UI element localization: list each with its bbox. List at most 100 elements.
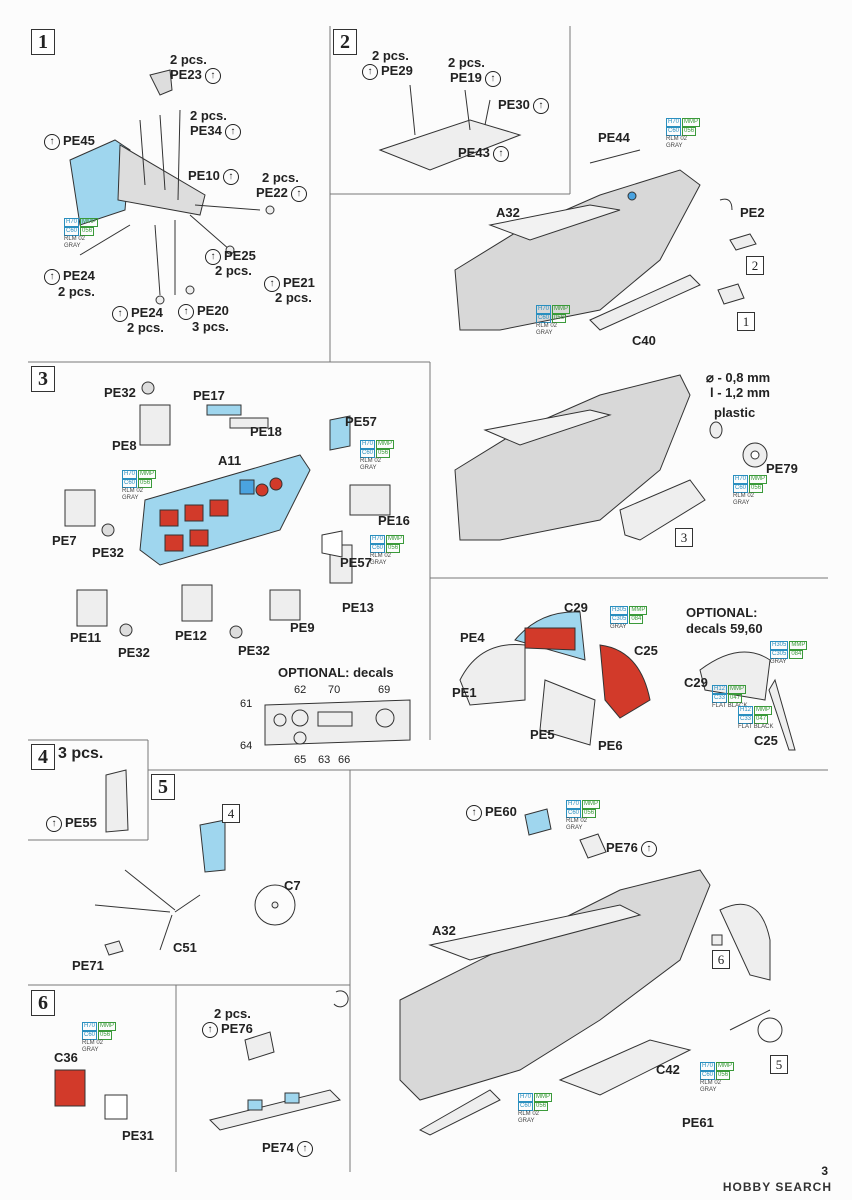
- arrow-icon: ↑: [492, 145, 509, 162]
- pe61-label: PE61: [682, 1115, 714, 1130]
- arrow-icon: ↑: [178, 303, 194, 320]
- s5-assembly: [94, 819, 296, 956]
- pe23-label: PE23↑: [170, 67, 221, 84]
- arrow-icon: ↑: [290, 185, 307, 202]
- pe32c-label: PE32: [118, 645, 150, 660]
- a32-bottom-label: A32: [432, 923, 456, 938]
- pe74-label: PE74↑: [262, 1140, 313, 1157]
- pe32a-label: PE32: [104, 385, 136, 400]
- page-number: 3: [821, 1164, 828, 1178]
- pe17-label: PE17: [193, 388, 225, 403]
- pe30-label: PE30↑: [498, 97, 549, 114]
- decal-panel: [264, 699, 411, 746]
- s2-part: [378, 84, 522, 171]
- optional-decals-title: OPTIONAL: decals: [278, 665, 394, 680]
- s7-qty: 2 pcs.: [214, 1006, 251, 1021]
- pe57a-label: PE57: [345, 414, 377, 429]
- pe79-label: PE79: [766, 461, 798, 476]
- c42-label: C42: [656, 1062, 680, 1077]
- optional-decals-59-60: decals 59,60: [686, 621, 763, 636]
- rod-material: plastic: [714, 405, 756, 420]
- arrow-icon: ↑: [264, 275, 280, 292]
- a11-label: A11: [218, 453, 242, 468]
- pe9-label: PE9: [290, 620, 315, 635]
- s3-assembly: [64, 381, 391, 639]
- pe4-label: PE4: [460, 630, 485, 645]
- s4-qty: 3 pcs.: [58, 745, 104, 762]
- s1-panel: [69, 69, 275, 305]
- pe32b-label: PE32: [92, 545, 124, 560]
- panels-right: [459, 611, 796, 751]
- pe24b-qty: 2 pcs.: [127, 320, 164, 335]
- pe13-label: PE13: [342, 600, 374, 615]
- ref-step-4: 4: [222, 804, 240, 823]
- pe24a-qty: 2 pcs.: [58, 284, 95, 299]
- ref-step-2: 2: [746, 256, 764, 275]
- pe24a-label: ↑PE24: [44, 268, 95, 285]
- arrow-icon: ↑: [204, 67, 221, 84]
- arrow-icon: ↑: [44, 133, 60, 150]
- pe43-label: PE43↑: [458, 145, 509, 162]
- arrow-icon: ↑: [532, 97, 549, 114]
- fuselage-bottom: [399, 808, 783, 1136]
- pe6-label: PE6: [598, 738, 623, 753]
- s7-part: [209, 990, 349, 1131]
- watermark-brand: HOBBY SEARCH: [722, 1180, 832, 1194]
- ref-step-6: 6: [712, 950, 730, 969]
- decal-65: 65: [294, 754, 307, 766]
- arrow-icon: ↑: [362, 63, 378, 80]
- decal-64: 64: [240, 740, 253, 752]
- fuselage-mid: [454, 374, 768, 541]
- pe10-label: PE10↑: [188, 168, 239, 185]
- decal-63: 63: [318, 754, 331, 766]
- pe57b-label: PE57: [340, 555, 372, 570]
- arrow-icon: ↑: [46, 815, 62, 832]
- pe60-label: ↑PE60: [466, 804, 517, 821]
- pe71-label: PE71: [72, 958, 104, 973]
- pe20-qty: 3 pcs.: [192, 319, 229, 334]
- pe76-label: PE76↑: [606, 840, 657, 857]
- step-5-badge: 5: [151, 774, 175, 800]
- pe34-qty: 2 pcs.: [190, 108, 227, 123]
- pe45-label: ↑PE45: [44, 133, 95, 150]
- step-6-badge: 6: [31, 990, 55, 1016]
- pe19-label: PE19↑: [450, 70, 501, 87]
- pe21-label: ↑PE21: [264, 275, 315, 292]
- pe20-label: ↑PE20: [178, 303, 229, 320]
- step-4-badge: 4: [31, 744, 55, 770]
- c29-label: C29: [564, 600, 588, 615]
- c7-label: C7: [284, 878, 301, 893]
- a32-top-label: A32: [496, 205, 520, 220]
- pe32d-label: PE32: [238, 643, 270, 658]
- pe8-label: PE8: [112, 438, 137, 453]
- pe29-qty: 2 pcs.: [372, 48, 409, 63]
- step-2-badge: 2: [333, 29, 357, 55]
- step-1-badge: 1: [31, 29, 55, 55]
- arrow-icon: ↑: [222, 168, 239, 185]
- pe31-label: PE31: [122, 1128, 154, 1143]
- arrow-icon: ↑: [44, 268, 60, 285]
- pe18-label: PE18: [250, 424, 282, 439]
- arrow-icon: ↑: [112, 305, 128, 322]
- pe44-label: PE44: [598, 130, 630, 145]
- s6-part: [54, 1069, 128, 1120]
- pe55-label: ↑PE55: [46, 815, 97, 832]
- c40-label: C40: [632, 333, 656, 348]
- pe2-label: PE2: [740, 205, 765, 220]
- arrow-icon: ↑: [202, 1021, 218, 1038]
- pe21-qty: 2 pcs.: [275, 290, 312, 305]
- pe5-label: PE5: [530, 727, 555, 742]
- pe11-label: PE11: [70, 630, 102, 645]
- pe23-qty: 2 pcs.: [170, 52, 207, 67]
- c36-label: C36: [54, 1050, 78, 1065]
